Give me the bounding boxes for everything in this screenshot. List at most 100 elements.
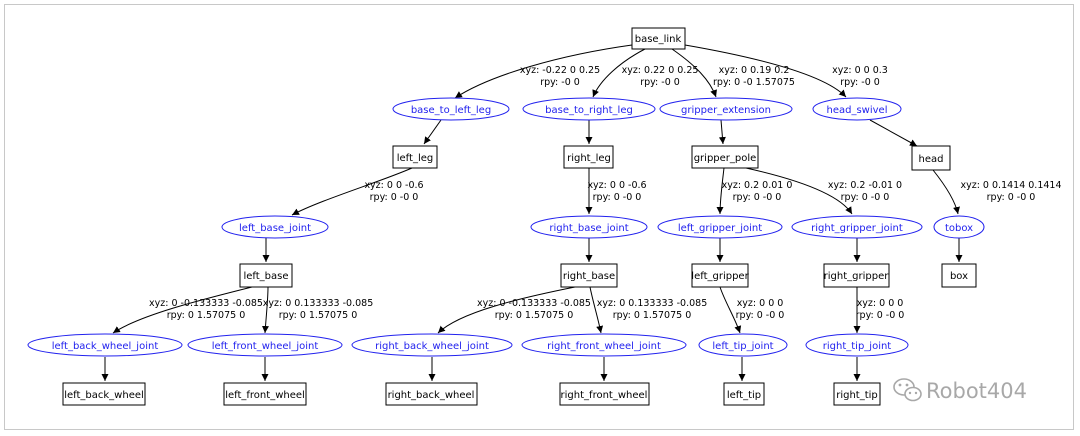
link-node-base-link [631,27,686,50]
joint-label: right_back_wheel_joint [375,341,489,352]
edge-label-rpy: rpy: 0 -0 0 [856,310,905,321]
link-label: left_tip [727,390,761,401]
edge-gripper-pole-to-left-gripper-joint [716,167,725,215]
joint-node-left-front-wheel-joint [187,333,343,357]
link-label: left_leg [397,153,433,164]
link-node-head [911,145,951,171]
link-label: right_tip [836,390,878,401]
edge-label-xyz: xyz: 0 0 -0.6 [587,180,646,191]
link-label: head [919,154,944,165]
link-node-left-front-wheel [223,382,307,406]
edge-label-rpy: rpy: 0 1.57075 0 [495,310,574,321]
edge-base-link-to-base-to-right-leg [592,48,646,98]
edge-label-rpy: rpy: 0 1.57075 0 [167,310,246,321]
edge-label-rpy: rpy: 0 -0 0 [841,192,890,203]
edge-label-rpy: rpy: 0 1.57075 0 [613,310,692,321]
edge-label-xyz: xyz: 0 0 0 [857,298,904,309]
watermark: Robot404 [893,378,1027,403]
link-label: left_base [243,271,288,282]
joint-label: left_tip_joint [712,341,773,352]
link-label: box [950,271,968,282]
joint-label: left_base_joint [239,223,311,234]
joint-node-base-to-left-leg [392,97,510,121]
link-label: left_front_wheel [225,390,305,401]
joint-node-right-back-wheel-joint [351,333,513,357]
edge-label-rpy: rpy: 0 -0 0 [593,192,642,203]
joint-node-right-tip-joint [805,333,909,357]
joint-label: right_gripper_joint [811,223,903,234]
joint-label: head_swivel [827,105,888,116]
link-label: left_gripper [691,271,749,282]
edge-label-xyz: xyz: 0 -0.133333 -0.085 [149,298,263,309]
joint-label: right_tip_joint [823,341,892,352]
link-node-right-tip [833,382,881,406]
joint-node-gripper-extension [659,97,793,121]
edge-label-xyz: xyz: -0.22 0 0.25 [520,65,600,76]
edge-label-xyz: xyz: 0.2 0.01 0 [722,180,793,191]
edge-label-xyz: xyz: 0 0 0.3 [832,65,888,76]
link-label: right_gripper [824,271,890,282]
edge-label-rpy: rpy: 0 -0 1.57075 [713,77,795,88]
edge-head-to-tobox [932,169,960,215]
edge-left-base-to-left-front-wheel-joint [261,286,269,334]
joint-node-left-gripper-joint [657,215,783,239]
joint-label: base_to_right_leg [545,105,633,116]
joint-node-left-tip-joint [698,333,788,357]
edge-left-base-to-left-back-wheel-joint [112,286,253,334]
edge-base-link-to-head-swivel [684,44,847,98]
edge-left-leg-to-left-base-joint [291,167,413,216]
edge-label-rpy: rpy: 0 -0 0 [370,192,419,203]
joint-node-right-gripper-joint [791,215,923,239]
edge-base-link-to-base-to-left-leg [454,44,633,99]
link-label: right_base [563,271,615,282]
link-node-left-back-wheel [62,382,146,406]
link-node-left-base [239,263,293,288]
edge-label-rpy: rpy: 0 1.57075 0 [279,310,358,321]
joint-node-left-base-joint [221,215,329,239]
link-node-right-base [560,263,618,288]
joint-node-base-to-right-leg [522,97,656,121]
link-label: right_back_wheel [388,390,475,401]
edge-label-rpy: rpy: -0 0 [640,77,680,88]
edge-labels: xyz: -0.22 0 0.25 rpy: -0 0 xyz: 0.22 0 … [149,65,1061,321]
edge-gripper-pole-to-right-gripper-joint [745,167,853,215]
joint-label: left_gripper_joint [678,223,762,234]
joint-label: right_base_joint [549,223,628,234]
edge-label-xyz: xyz: 0.22 0 0.25 [622,65,699,76]
joint-nodes: base_to_left_leg base_to_right_leg gripp… [27,97,985,357]
joint-label: left_front_wheel_joint [212,341,319,352]
link-label: right_leg [567,153,611,164]
edge-label-rpy: rpy: 0 -0 0 [987,192,1036,203]
link-node-left-leg [392,145,438,169]
link-node-right-front-wheel [559,382,650,406]
joint-label: left_back_wheel_joint [52,341,159,352]
link-nodes: base_link left_leg right_leg gripper_pol… [62,27,977,406]
link-node-left-gripper [691,263,749,288]
edge-label-xyz: xyz: 0 0.19 0.2 [719,65,790,76]
edge-head-swivel-to-head [869,119,918,147]
edge-left-gripper-to-left-tip-joint [719,286,742,334]
link-label: gripper_pole [694,153,757,164]
edge-gripper-extension-to-gripper-pole [718,119,726,145]
edge-right-base-to-right-front-wheel-joint [589,286,604,334]
edge-label-xyz: xyz: 0 0 -0.6 [364,180,423,191]
link-node-right-gripper [823,263,890,288]
edge-right-base-to-right-back-wheel-joint [437,286,576,334]
edge-label-xyz: xyz: 0 0.133333 -0.085 [597,298,708,309]
edge-label-xyz: xyz: 0 0.1414 0.1414 [960,180,1061,191]
joint-label: tobox [945,223,973,234]
wechat-icon [893,378,922,402]
link-label: right_front_wheel [561,390,648,401]
edge-label-xyz: xyz: 0.2 -0.01 0 [828,180,902,191]
edge-label-rpy: rpy: 0 -0 0 [736,310,785,321]
edge-base-link-to-gripper-extension [671,48,717,98]
joint-label: base_to_left_leg [411,105,491,116]
link-node-left-tip [723,382,765,406]
edge-base-to-left-leg-to-left-leg [423,119,442,145]
link-label: base_link [635,34,682,45]
link-node-right-back-wheel [385,382,478,406]
edges [101,44,963,381]
joint-label: right_front_wheel_joint [547,341,661,352]
